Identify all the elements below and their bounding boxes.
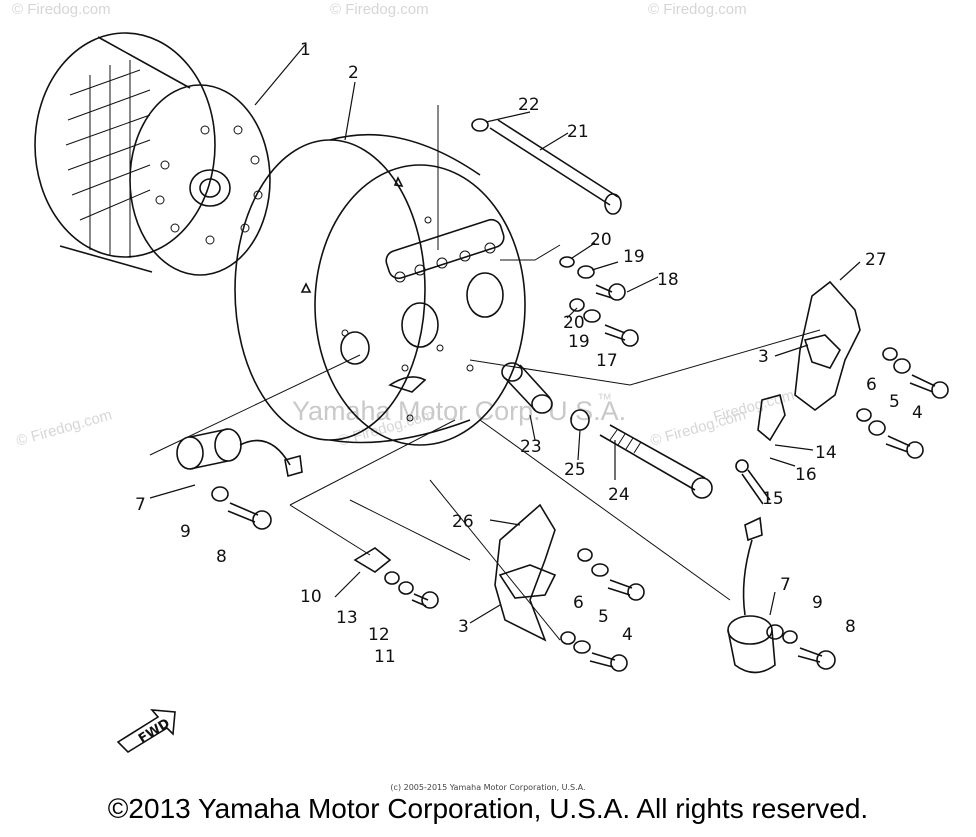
callout-numbers: 1233445566778899101112131415161718191920… <box>135 40 923 667</box>
callout-9: 9 <box>180 522 191 542</box>
callout-5: 5 <box>889 392 900 412</box>
condenser-right <box>727 516 836 674</box>
callout-8: 8 <box>216 547 227 567</box>
watermark-site: © Firedog.com <box>330 1 429 18</box>
callout-12: 12 <box>368 625 390 645</box>
forward-arrow-icon: FWD <box>116 709 176 754</box>
callout-19: 19 <box>568 332 590 352</box>
callout-20: 20 <box>563 313 585 333</box>
callout-27: 27 <box>865 250 887 270</box>
callout-3: 3 <box>758 347 769 367</box>
fwd-label: FWD <box>136 716 173 747</box>
callout-3: 3 <box>458 617 469 637</box>
watermark-site: © Firedog.com <box>12 1 111 18</box>
callout-2: 2 <box>348 63 359 83</box>
callout-7: 7 <box>780 575 791 595</box>
callout-22: 22 <box>518 95 540 115</box>
callout-15: 15 <box>762 489 784 509</box>
callout-10: 10 <box>300 587 322 607</box>
watermark-site: © Firedog.com <box>14 406 113 450</box>
watermark-mark: ™ <box>597 391 612 408</box>
condenser-left <box>176 428 303 530</box>
callout-5: 5 <box>598 607 609 627</box>
callout-18: 18 <box>657 270 679 290</box>
callout-7: 7 <box>135 495 146 515</box>
callout-23: 23 <box>520 437 542 457</box>
copyright-small: (c) 2005-2015 Yamaha Motor Corporation, … <box>390 783 586 792</box>
reference-lines <box>149 105 821 641</box>
callout-25: 25 <box>564 460 586 480</box>
hardware-10-13 <box>353 547 439 609</box>
callout-1: 1 <box>300 40 311 60</box>
callout-24: 24 <box>608 485 630 505</box>
callout-14: 14 <box>815 443 837 463</box>
watermark-site: © Firedog.com <box>648 1 747 18</box>
breaker-plate-upper <box>735 280 949 505</box>
copyright-main: ©2013 Yamaha Motor Corporation, U.S.A. A… <box>107 793 869 824</box>
callout-16: 16 <box>795 465 817 485</box>
callout-9: 9 <box>812 593 823 613</box>
breaker-plate-lower <box>494 503 645 672</box>
long-bolt <box>471 118 622 215</box>
callout-20: 20 <box>590 230 612 250</box>
callout-6: 6 <box>573 593 584 613</box>
callout-17: 17 <box>596 351 618 371</box>
callout-11: 11 <box>374 647 396 667</box>
hardware-17-20 <box>559 256 639 347</box>
magneto-housing <box>234 133 526 446</box>
callout-19: 19 <box>623 247 645 267</box>
callout-6: 6 <box>866 375 877 395</box>
callout-4: 4 <box>912 403 923 423</box>
callout-13: 13 <box>336 608 358 628</box>
callout-8: 8 <box>845 617 856 637</box>
stator-assembly <box>34 32 271 276</box>
callout-26: 26 <box>452 512 474 532</box>
leader-lines <box>149 44 861 624</box>
callout-4: 4 <box>622 625 633 645</box>
callout-21: 21 <box>567 122 589 142</box>
